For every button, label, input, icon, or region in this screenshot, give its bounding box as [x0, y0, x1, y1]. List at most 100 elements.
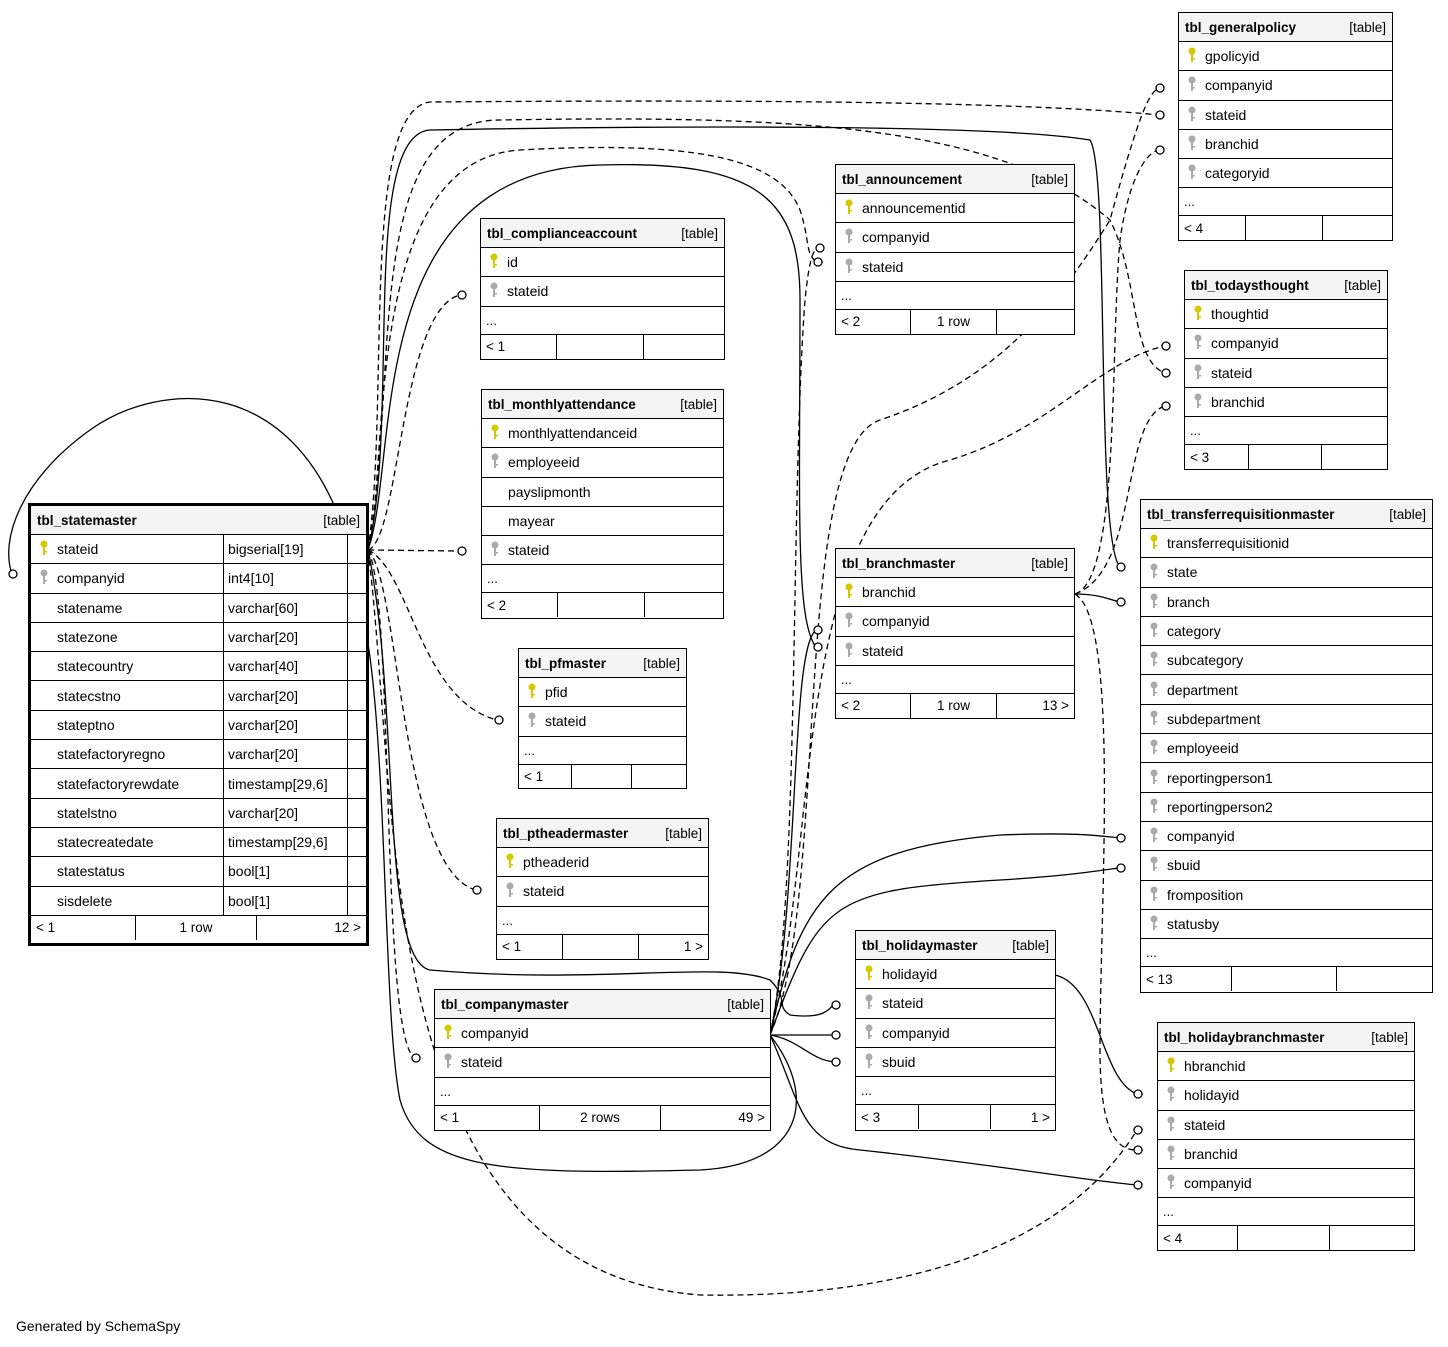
children-link[interactable]: 1 > [638, 934, 708, 959]
table-transferrequisitionmaster[interactable]: tbl_transferrequisitionmaster[table]tran… [1140, 499, 1433, 993]
table-column-row[interactable]: branchid [1158, 1140, 1414, 1170]
more-columns-indicator[interactable]: ... [1179, 188, 1392, 217]
more-columns-indicator[interactable]: ... [1158, 1198, 1414, 1227]
children-link[interactable] [1322, 216, 1392, 241]
table-column-row[interactable]: holidayid [856, 960, 1055, 990]
parents-link[interactable]: < 1 [36, 920, 56, 936]
table-column-row[interactable]: holidayid [1158, 1081, 1414, 1111]
parents-link[interactable]: < 1 [502, 939, 522, 955]
children-link[interactable]: 13 > [996, 693, 1074, 718]
table-column-row[interactable]: companyid [1185, 329, 1387, 359]
more-columns-indicator[interactable]: ... [435, 1078, 770, 1106]
table-column-row[interactable]: companyid [435, 1019, 770, 1049]
table-column-row[interactable]: stateid [856, 989, 1055, 1019]
table-column-row[interactable]: announcementid [836, 194, 1074, 224]
more-columns-indicator[interactable]: ... [856, 1077, 1055, 1106]
table-column-row[interactable]: stateid [482, 536, 723, 566]
table-column-row[interactable]: employeeid [1141, 734, 1432, 764]
table-column-row[interactable]: transferrequisitionid [1141, 529, 1432, 559]
more-columns-indicator[interactable]: ... [836, 666, 1074, 694]
table-column-row[interactable]: branchid [1179, 130, 1392, 160]
table-column-row[interactable]: gpolicyid [1179, 42, 1392, 72]
table-column-row[interactable]: stateid [1185, 359, 1387, 388]
table-column-row[interactable]: sbuid [856, 1048, 1055, 1078]
parents-link[interactable]: < 3 [861, 1109, 881, 1125]
table-column-row[interactable]: stateid [519, 707, 686, 737]
table-column-row[interactable]: id [481, 248, 724, 278]
more-columns-indicator[interactable]: ... [1141, 939, 1432, 968]
more-columns-indicator[interactable]: ... [836, 282, 1074, 310]
more-columns-indicator[interactable]: ... [1185, 417, 1387, 446]
table-column-row[interactable]: branch [1141, 588, 1432, 617]
parents-link[interactable]: < 13 [1146, 971, 1173, 987]
more-columns-indicator[interactable]: ... [519, 737, 686, 765]
parents-link[interactable]: < 4 [1184, 220, 1204, 236]
parents-link[interactable]: < 2 [841, 698, 861, 714]
parents-link[interactable]: < 2 [841, 314, 861, 330]
table-column-row[interactable]: statusby [1141, 910, 1432, 940]
children-link[interactable]: 12 > [256, 915, 366, 940]
more-columns-indicator[interactable]: ... [481, 307, 724, 335]
children-link[interactable] [644, 593, 723, 618]
table-column-row[interactable]: branchid [1185, 388, 1387, 418]
table-column-row[interactable]: stateid [481, 277, 724, 307]
table-column-row[interactable]: stateid [1158, 1111, 1414, 1140]
table-column-row[interactable]: pfid [519, 678, 686, 708]
table-column-row[interactable]: payslipmonth [482, 478, 723, 507]
table-column-row[interactable]: companyid [1141, 822, 1432, 852]
table-column-row[interactable]: companyid [1158, 1169, 1414, 1199]
table-column-row[interactable]: companyid [1179, 71, 1392, 101]
children-link[interactable] [1321, 445, 1387, 470]
table-column-row[interactable]: state [1141, 558, 1432, 588]
table-column-row[interactable]: subcategory [1141, 646, 1432, 676]
table-column-row[interactable]: stateid [497, 877, 708, 907]
table-column-row[interactable]: employeeid [482, 448, 723, 478]
parents-link[interactable]: < 2 [487, 597, 507, 613]
table-column-row[interactable]: categoryid [1179, 159, 1392, 189]
table-column-row[interactable]: thoughtid [1185, 300, 1387, 330]
table-column-row[interactable]: ptheaderid [497, 848, 708, 878]
table-column-row[interactable]: companyid [836, 223, 1074, 253]
table-monthlyattendance[interactable]: tbl_monthlyattendance[table]monthlyatten… [481, 389, 724, 619]
children-link[interactable] [631, 764, 686, 789]
parents-link[interactable]: < 1 [486, 339, 506, 355]
more-columns-indicator[interactable]: ... [497, 907, 708, 935]
children-link[interactable] [1336, 967, 1432, 992]
table-column-row[interactable]: subdepartment [1141, 705, 1432, 735]
table-column-row[interactable]: stateid [836, 637, 1074, 666]
more-columns-indicator[interactable]: ... [482, 565, 723, 594]
table-column-row[interactable]: mayear [482, 507, 723, 537]
table-column-row[interactable]: stateid [836, 253, 1074, 282]
table-column-row[interactable]: reportingperson1 [1141, 763, 1432, 793]
children-link[interactable]: 49 > [660, 1105, 770, 1130]
table-column-row[interactable]: monthlyattendanceid [482, 419, 723, 449]
table-column-row[interactable]: department [1141, 675, 1432, 705]
children-link[interactable] [643, 334, 724, 359]
parents-link[interactable]: < 4 [1163, 1230, 1183, 1246]
parents-link[interactable]: < 1 [440, 1110, 460, 1126]
table-column-row[interactable]: sbuid [1141, 851, 1432, 881]
parents-link[interactable]: < 3 [1190, 449, 1210, 465]
table-column-row[interactable]: companyid [856, 1019, 1055, 1048]
children-link[interactable] [1329, 1226, 1414, 1251]
